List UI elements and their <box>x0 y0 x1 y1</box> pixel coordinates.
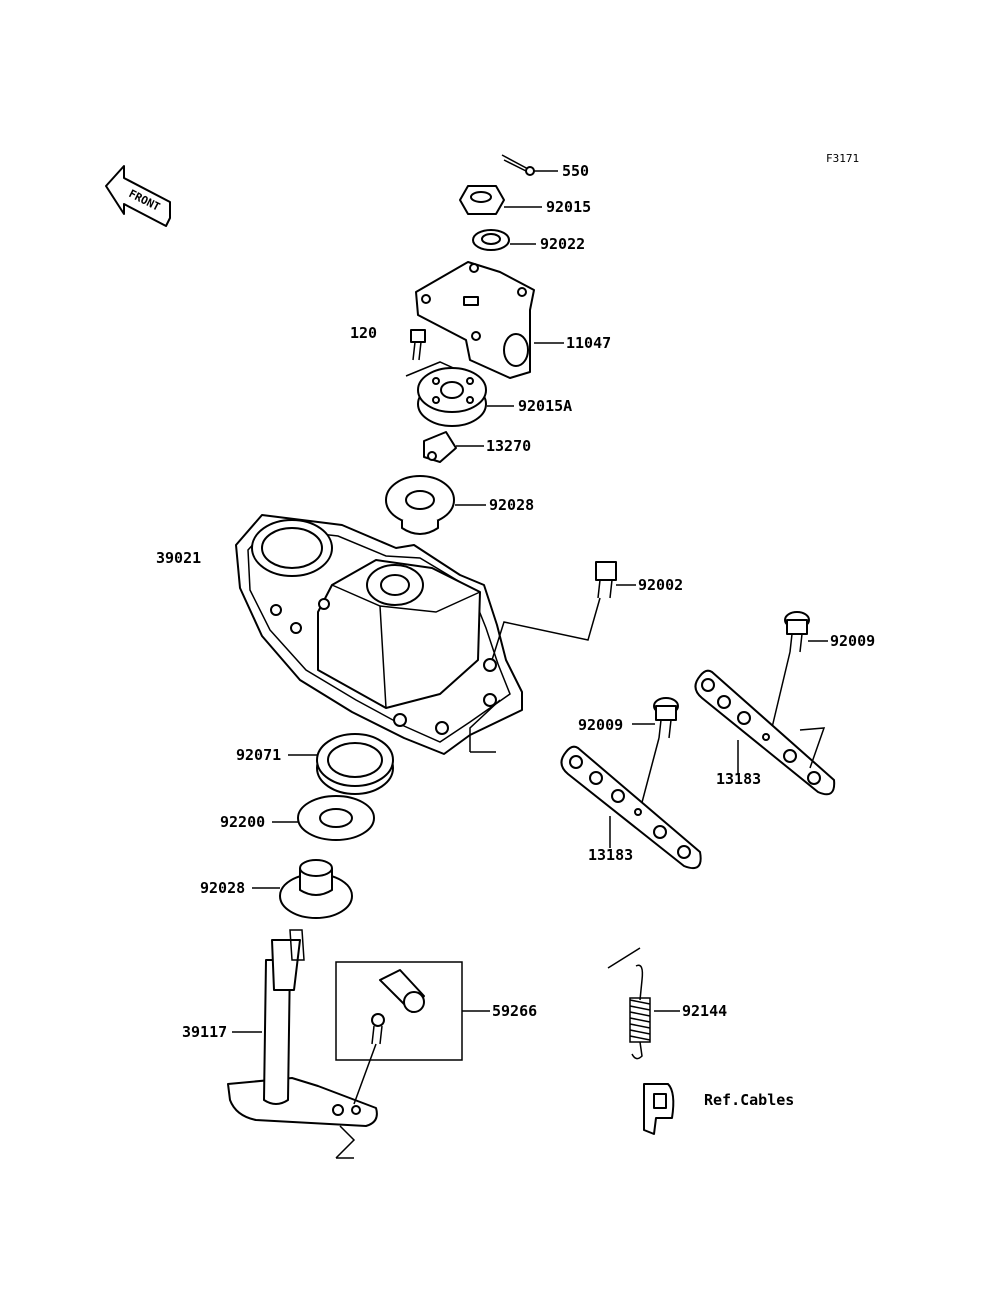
label-92009-left: 92009 <box>578 716 623 734</box>
link-plate-left-part <box>560 745 702 870</box>
label-92144: 92144 <box>682 1002 727 1020</box>
front-direction-arrow-icon: FRONT <box>105 165 171 227</box>
label-92028-top: 92028 <box>489 496 534 514</box>
label-13270: 13270 <box>486 437 531 455</box>
bushing-bottom-part <box>279 859 353 919</box>
tension-spring-part <box>629 964 651 1060</box>
flat-washer-part <box>297 795 375 841</box>
label-13183-left: 13183 <box>588 846 633 864</box>
flange-nut-part <box>417 367 487 427</box>
cable-clip-part <box>643 1083 675 1135</box>
bolt-92009-left-part <box>653 697 679 739</box>
washer-part <box>472 229 510 251</box>
housing-mount-line <box>469 699 501 752</box>
shaft-arm-pivot-line <box>335 1125 356 1159</box>
spring-hook-line <box>607 947 641 969</box>
bushing-top-part <box>385 475 455 535</box>
ball-joint-axis <box>353 1043 377 1105</box>
steering-housing-part <box>235 514 523 755</box>
joint-part <box>423 431 457 463</box>
figure-code: F3171 <box>826 152 859 165</box>
label-120: 120 <box>350 324 377 342</box>
bolt-92009-right-part <box>784 611 810 653</box>
oil-seal-part <box>316 733 394 795</box>
bolt-92002-part <box>595 561 617 599</box>
label-11047: 11047 <box>566 334 611 352</box>
castle-nut-part <box>459 185 505 215</box>
label-39021: 39021 <box>156 549 201 567</box>
label-92009-right: 92009 <box>830 632 875 650</box>
label-59266: 59266 <box>492 1002 537 1020</box>
bolt-92002-axis <box>491 597 601 661</box>
bolt-92009-right-axis <box>769 651 791 737</box>
bracket-part <box>415 261 535 379</box>
label-ref-cables: Ref.Cables <box>704 1091 794 1109</box>
ball-joint-kit-part <box>371 969 425 1045</box>
label-92015: 92015 <box>546 198 591 216</box>
link-plate-right-part <box>694 669 836 796</box>
label-92200: 92200 <box>220 813 265 831</box>
label-92071: 92071 <box>236 746 281 764</box>
steering-shaft-part <box>227 929 378 1127</box>
label-39117: 39117 <box>182 1023 227 1041</box>
label-92002: 92002 <box>638 576 683 594</box>
small-bolt-part <box>410 329 426 361</box>
cotter-pin-part <box>501 154 535 176</box>
label-92028-bottom: 92028 <box>200 879 245 897</box>
label-92015A: 92015A <box>518 397 572 415</box>
label-13183-right: 13183 <box>716 770 761 788</box>
bolt-92009-left-axis <box>639 737 660 811</box>
label-550: 550 <box>562 162 589 180</box>
label-92022: 92022 <box>540 235 585 253</box>
plate-right-pivot-line <box>799 727 826 769</box>
